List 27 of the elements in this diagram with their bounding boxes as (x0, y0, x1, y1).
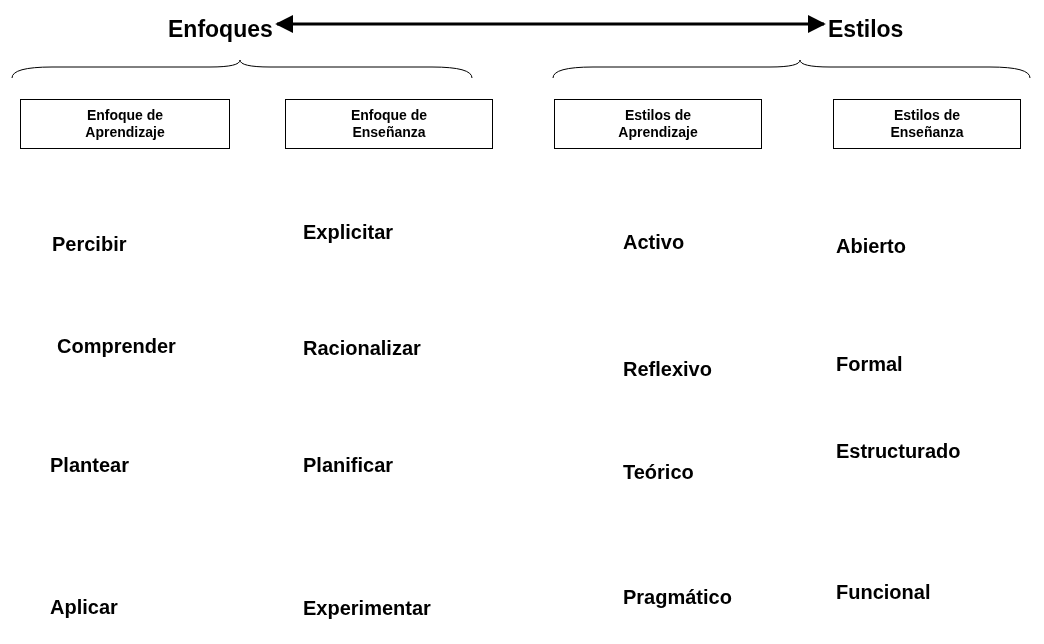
term-label: Plantear (50, 455, 129, 475)
term-label: Comprender (57, 336, 176, 356)
term-label: Teórico (623, 462, 694, 482)
term-label: Planificar (303, 455, 394, 475)
term-label: Percibir (52, 234, 127, 254)
term-label: Activo (623, 232, 685, 252)
term-label: Estructurado (836, 441, 961, 461)
term-label: Experimentar (303, 598, 431, 618)
heading: Estilos (828, 18, 904, 41)
box-label: Estilos de Aprendizaje (617, 107, 699, 141)
box-label: Enfoque de Aprendizaje (84, 107, 166, 141)
term-label: Reflexivo (623, 359, 712, 379)
term-label: Racionalizar (303, 338, 421, 358)
term-label: Pragmático (623, 587, 732, 607)
heading: Enfoques (168, 18, 273, 41)
term-label: Abierto (836, 236, 906, 256)
term-label: Funcional (836, 582, 931, 602)
category-box (285, 99, 493, 149)
term-label: Explicitar (303, 222, 394, 242)
double-arrow (275, 15, 826, 33)
term-label: Aplicar (50, 597, 118, 617)
box-label: Estilos de Enseñanza (889, 107, 965, 141)
category-box (554, 99, 762, 149)
category-box (833, 99, 1021, 149)
term-label: Formal (836, 354, 903, 374)
box-label: Enfoque de Enseñanza (349, 107, 429, 141)
category-box (20, 99, 230, 149)
